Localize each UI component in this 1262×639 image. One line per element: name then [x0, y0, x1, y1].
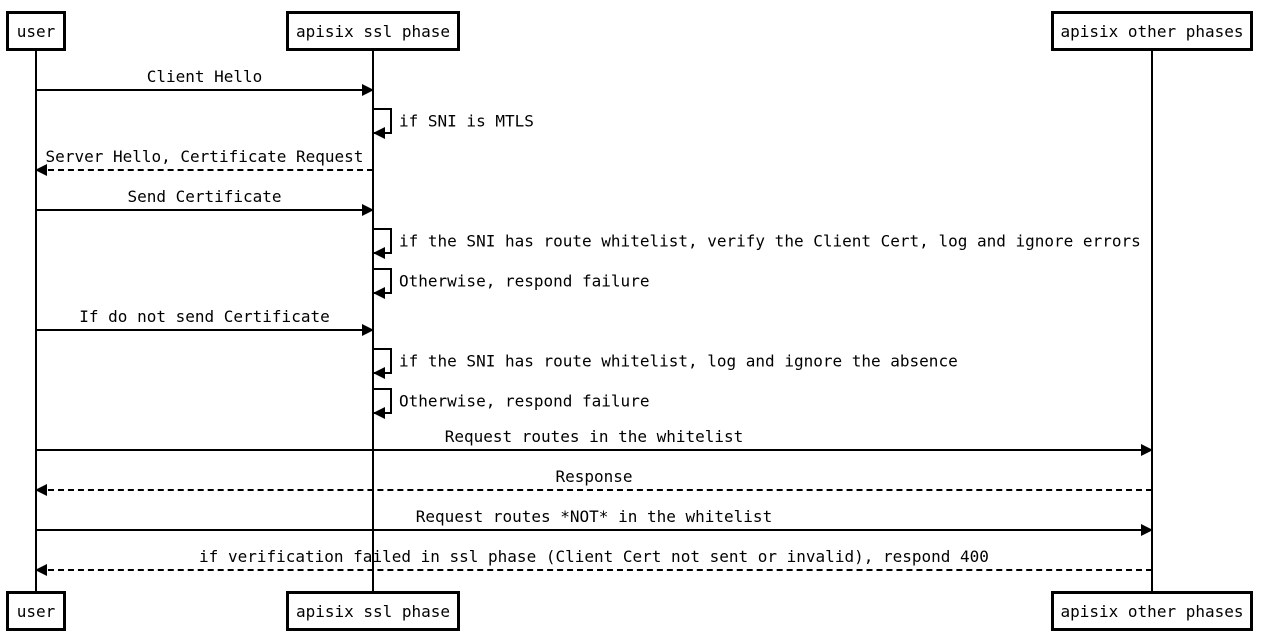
actor-label: apisix ssl phase: [295, 601, 451, 621]
message-send-certificate: Send Certificate: [36, 185, 374, 216]
message-label: If do not send Certificate: [79, 307, 330, 326]
actor-top-apisix-ssl-phase: apisix ssl phase: [286, 11, 460, 51]
message-label: Response: [555, 467, 633, 486]
message-label: Otherwise, respond failure: [399, 391, 650, 411]
message-label: Server Hello, Certificate Request: [45, 147, 364, 166]
message-response: Response: [35, 465, 1152, 496]
actor-label: user: [16, 601, 56, 621]
lifeline-apisix-ssl-phase: [372, 51, 374, 591]
message-line-solid: [36, 329, 373, 331]
message-line-solid: [36, 209, 373, 211]
arrowhead-left-icon: [35, 164, 47, 176]
arrowhead-right-icon: [362, 204, 374, 216]
actor-top-apisix-other-phases: apisix other phases: [1051, 11, 1253, 51]
message-line-dashed: [48, 169, 373, 171]
message-if-do-not-send-certificate: If do not send Certificate: [36, 305, 374, 336]
message-label: Otherwise, respond failure: [399, 271, 650, 291]
message-label: if the SNI has route whitelist, verify t…: [399, 231, 1141, 251]
message-label: Request routes *NOT* in the whitelist: [415, 507, 773, 526]
message-label: if verification failed in ssl phase (Cli…: [199, 547, 989, 566]
actor-label: apisix ssl phase: [295, 21, 451, 41]
message-line-dashed: [48, 569, 1152, 571]
message-line-solid: [36, 89, 373, 91]
arrowhead-left-icon: [373, 367, 385, 379]
message-request-routes-not-in-whitelist: Request routes *NOT* in the whitelist: [36, 505, 1153, 536]
arrowhead-right-icon: [1141, 524, 1153, 536]
message-label: Request routes in the whitelist: [444, 427, 744, 446]
message-server-hello-certificate-request: Server Hello, Certificate Request: [35, 145, 373, 176]
actor-top-user: user: [6, 11, 66, 51]
message-line-solid: [36, 449, 1152, 451]
arrowhead-left-icon: [35, 484, 47, 496]
arrowhead-right-icon: [362, 84, 374, 96]
actor-bottom-apisix-ssl-phase: apisix ssl phase: [286, 591, 460, 631]
lifeline-user: [35, 51, 37, 591]
lifeline-apisix-other-phases: [1151, 51, 1153, 591]
message-label: if SNI is MTLS: [399, 111, 534, 131]
arrowhead-left-icon: [373, 407, 385, 419]
message-label: if the SNI has route whitelist, log and …: [399, 351, 958, 371]
message-verification-failed-respond-400: if verification failed in ssl phase (Cli…: [35, 545, 1152, 576]
arrowhead-left-icon: [373, 127, 385, 139]
arrowhead-right-icon: [362, 324, 374, 336]
actor-bottom-user: user: [6, 591, 66, 631]
actor-label: apisix other phases: [1060, 21, 1244, 41]
arrowhead-left-icon: [373, 287, 385, 299]
arrowhead-right-icon: [1141, 444, 1153, 456]
message-client-hello: Client Hello: [36, 65, 374, 96]
message-label: Client Hello: [146, 67, 263, 86]
message-label: Send Certificate: [127, 187, 282, 206]
actor-label: apisix other phases: [1060, 601, 1244, 621]
arrowhead-left-icon: [35, 564, 47, 576]
message-line-solid: [36, 529, 1152, 531]
message-request-routes-in-whitelist: Request routes in the whitelist: [36, 425, 1153, 456]
arrowhead-left-icon: [373, 247, 385, 259]
message-line-dashed: [48, 489, 1152, 491]
actor-bottom-apisix-other-phases: apisix other phases: [1051, 591, 1253, 631]
actor-label: user: [16, 21, 56, 41]
